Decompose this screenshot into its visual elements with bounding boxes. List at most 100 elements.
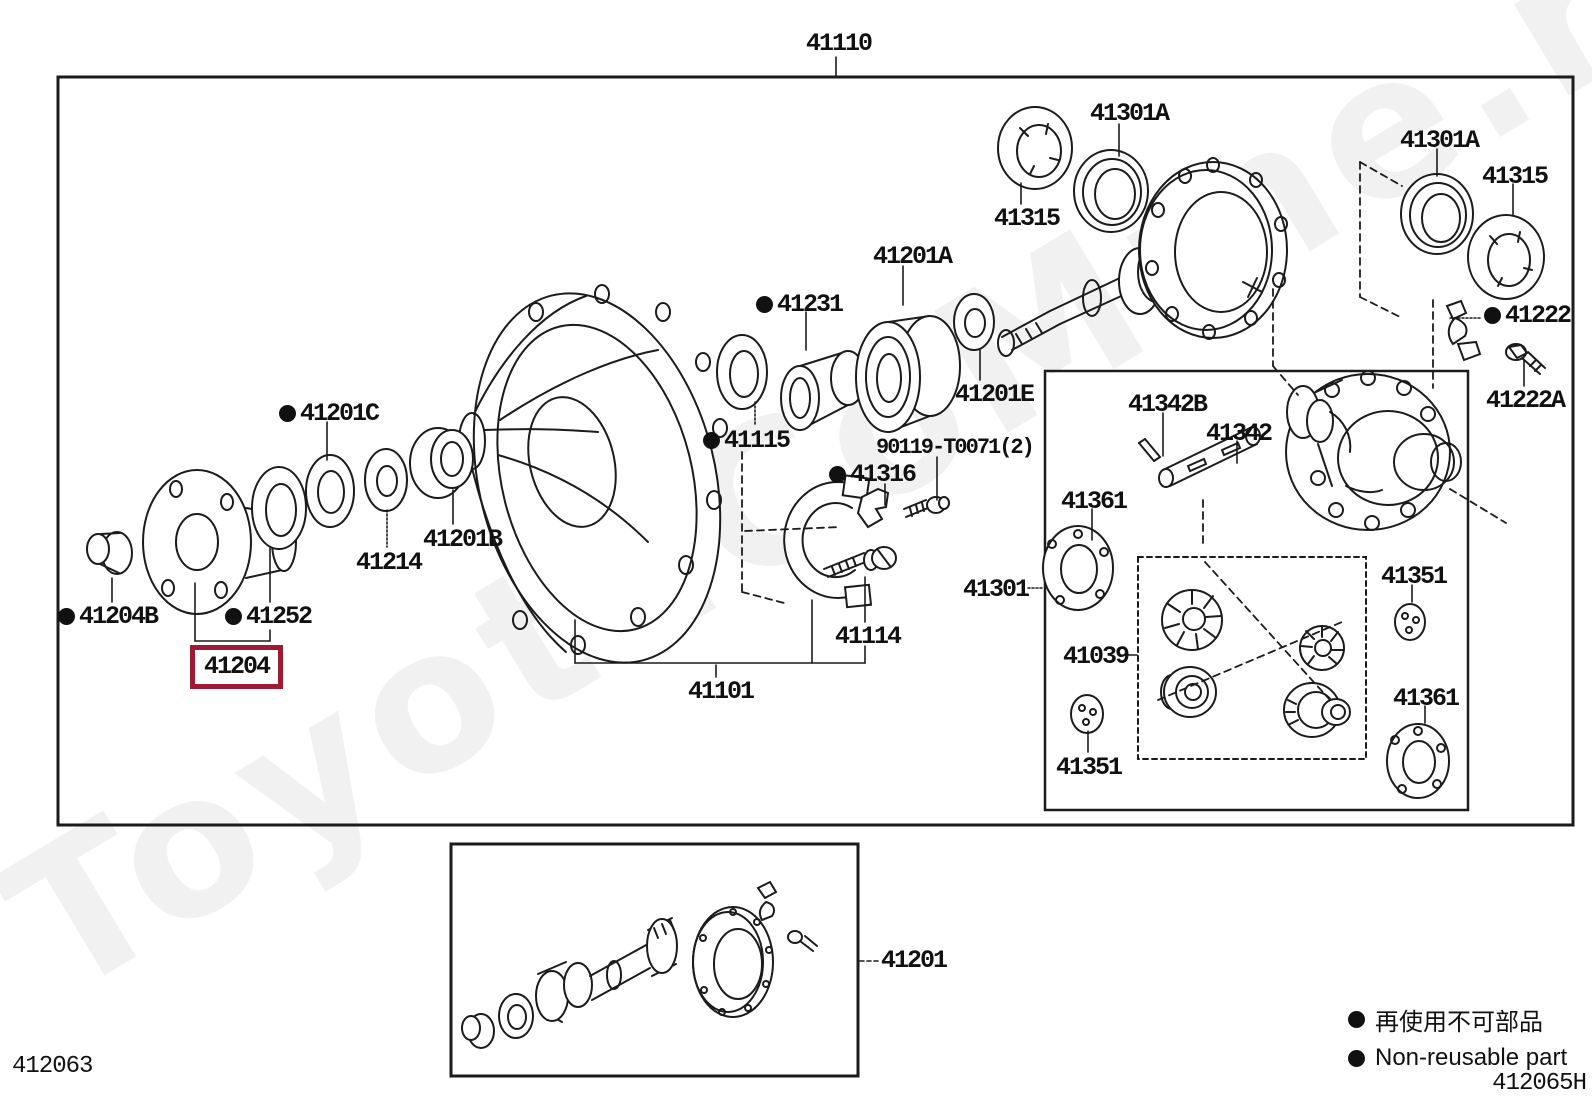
carrier-housing-41101 — [458, 284, 728, 664]
leader-lines — [111, 56, 1525, 962]
differential-case-41301 — [1285, 370, 1462, 531]
part-number-text: 41351 — [1056, 753, 1123, 782]
part-number-text: 41204 — [204, 652, 271, 681]
part-number-text: 41204B — [79, 602, 159, 631]
bearing-race-41315-left — [997, 106, 1073, 190]
spider-gear-set-41039 — [1160, 589, 1351, 738]
pinion-kit-box — [449, 842, 860, 1078]
part-number-text: 41315 — [994, 204, 1061, 233]
part-label-90119: 90119-T0071(2) — [876, 435, 1035, 460]
part-number-text: 41110 — [806, 29, 873, 58]
part-label-41351-R: 41351 — [1381, 562, 1448, 591]
figure-code-left: 412063 — [12, 1053, 93, 1080]
bearing-spacer-41231 — [780, 350, 866, 431]
oil-seal-41115 — [716, 334, 768, 410]
dust-deflector-41252 — [251, 466, 307, 550]
pinion-shaft-41342 — [1158, 426, 1261, 488]
part-label-41351-L: 41351 — [1056, 753, 1123, 782]
explosion-guide-lines — [741, 161, 1507, 701]
thrust-washer-41361-top — [1042, 525, 1114, 611]
part-label-41214: 41214 — [356, 548, 423, 577]
plate-washer-41222 — [1445, 299, 1482, 362]
part-label-41201A: 41201A — [873, 242, 953, 271]
legend-row-jp: 再使用不可部品 — [1348, 1002, 1567, 1037]
part-number-text: 41361 — [1393, 684, 1460, 713]
part-label-41301: 41301 — [963, 575, 1030, 604]
thrust-washer-41351-right — [1394, 603, 1426, 641]
part-label-41316: 41316 — [829, 460, 917, 489]
part-number-text: 41039 — [1063, 642, 1130, 671]
legend-row-en: Non-reusable part — [1348, 1044, 1567, 1072]
flange-nut-41204B — [86, 531, 133, 575]
part-number-text: 90119-T0071(2) — [876, 435, 1035, 460]
part-number-text: 41351 — [1381, 562, 1448, 591]
bearing-41301A-right — [1400, 173, 1474, 255]
part-label-41110: 41110 — [806, 29, 873, 58]
pinion-subassembly-41201 — [461, 880, 818, 1049]
part-label-41361-T: 41361 — [1061, 487, 1128, 516]
bearing-41201A — [855, 315, 961, 433]
lock-plate-41316 — [856, 487, 890, 529]
part-number-text: 41201C — [300, 399, 380, 428]
oil-seal-41201C — [305, 454, 355, 528]
part-label-41204B: 41204B — [58, 602, 159, 631]
bolt-90119-T0071 — [903, 496, 950, 518]
part-label-41222A: 41222A — [1486, 388, 1566, 413]
part-number-text: 41301A — [1400, 126, 1480, 155]
non-reusable-bullet-icon — [225, 608, 242, 625]
part-number-text: 41114 — [835, 622, 902, 651]
part-number-text: 41316 — [850, 460, 917, 489]
non-reusable-bullet-icon — [1484, 307, 1501, 324]
part-label-41039: 41039 — [1063, 642, 1130, 671]
part-number-text: 41342B — [1128, 390, 1208, 419]
part-label-41315-L: 41315 — [994, 204, 1061, 233]
thrust-washer-41361-bottom — [1386, 723, 1450, 799]
thrust-washer-41351-left — [1070, 694, 1104, 734]
part-label-41301A-R: 41301A — [1400, 126, 1480, 155]
part-number-text: 41342 — [1206, 419, 1273, 448]
part-number-text: 41201A — [873, 242, 953, 271]
part-number-text: 41301 — [963, 575, 1030, 604]
part-label-41361-B: 41361 — [1393, 684, 1460, 713]
part-label-41201B: 41201B — [423, 525, 503, 554]
part-number-text: 41315 — [1482, 162, 1549, 191]
part-label-41201C: 41201C — [279, 399, 380, 428]
bearing-41301A-left — [1073, 149, 1149, 233]
part-label-41101: 41101 — [688, 677, 755, 706]
part-number-text: 41252 — [246, 602, 313, 631]
bearing-race-41315-right — [1467, 214, 1545, 300]
non-reusable-bullet-icon — [756, 296, 773, 313]
legend: 再使用不可部品 Non-reusable part — [1348, 1002, 1567, 1079]
part-number-text: 41201 — [881, 946, 948, 975]
part-number-text: 41115 — [724, 426, 791, 455]
non-reusable-bullet-icon — [58, 608, 75, 625]
part-number-text: 41222 — [1505, 301, 1572, 330]
washer-41201E — [953, 293, 995, 351]
part-label-41231: 41231 — [756, 292, 844, 317]
figure-code-right: 412065H — [1492, 1070, 1587, 1097]
bearing-41201B — [409, 427, 474, 499]
bearing-cap-and-bolts — [783, 474, 950, 609]
part-number-text: 41201B — [423, 525, 503, 554]
part-label-41201: 41201 — [881, 946, 948, 975]
non-reusable-bullet-icon — [703, 432, 720, 449]
part-label-41222: 41222 — [1484, 301, 1572, 330]
non-reusable-bullet-icon — [829, 466, 846, 483]
drive-pinion-and-ring-gear — [997, 157, 1288, 357]
legend-text-en: Non-reusable part — [1375, 1044, 1568, 1071]
part-number-text: 41301A — [1090, 99, 1170, 128]
part-number-text: 41214 — [356, 548, 423, 577]
legend-text-jp: 再使用不可部品 — [1375, 1009, 1543, 1036]
spider-gear-kit-dashed-box — [1137, 556, 1367, 760]
main-assembly-box — [56, 75, 1575, 827]
part-label-41342: 41342 — [1206, 419, 1273, 448]
non-reusable-bullet-icon — [1348, 1011, 1365, 1028]
non-reusable-bullet-icon — [1348, 1049, 1365, 1067]
non-reusable-bullet-icon — [279, 405, 296, 422]
part-number-text: 41101 — [688, 677, 755, 706]
part-number-text: 41361 — [1061, 487, 1128, 516]
bolt-41114 — [823, 546, 897, 578]
diff-carrier-subbox — [1043, 369, 1470, 812]
